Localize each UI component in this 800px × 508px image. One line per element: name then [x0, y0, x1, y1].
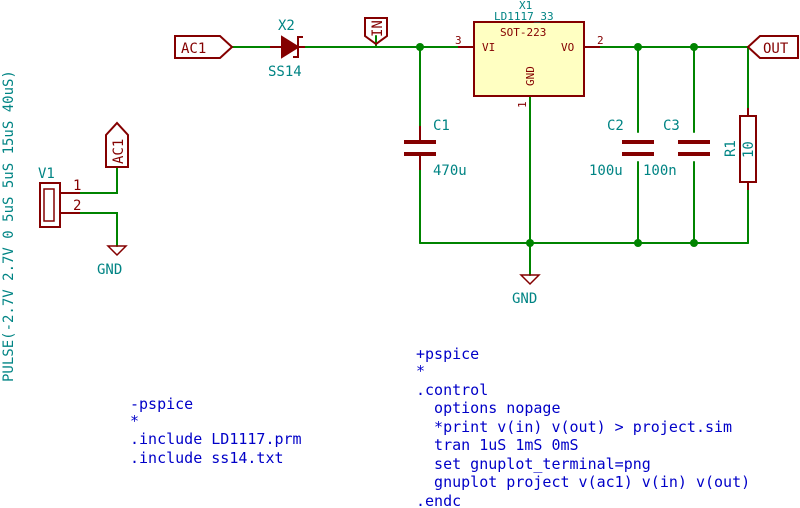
x2-value: SS14 [268, 64, 302, 80]
source-v1[interactable]: V1 1 2 PULSE(-2.7V 2.7V 0 5uS 5uS 15uS 4… [1, 70, 81, 382]
note-minus-pspice: -pspice * .include LD1117.prm .include s… [130, 395, 302, 467]
ac1-source-label-text: AC1 [111, 139, 127, 164]
junction [526, 239, 534, 247]
in-label-text: IN [370, 20, 386, 37]
c2-ref: C2 [607, 118, 624, 134]
note-plus-pspice: +pspice * .control options nopage *print… [416, 345, 750, 508]
wire-v1-pin1 [79, 166, 118, 194]
x2-ref: X2 [278, 18, 295, 34]
out-label-text: OUT [763, 41, 789, 57]
note-line: +pspice [416, 345, 479, 363]
x1-pin3-number: 3 [455, 34, 462, 47]
note-line: tran 1uS 1mS 0mS [416, 436, 579, 454]
gnd-source-label: GND [97, 262, 122, 278]
note-line: options nopage [416, 399, 561, 417]
r1-ref: R1 [723, 140, 739, 157]
x1-pin-gnd: GND [524, 66, 537, 86]
note-line: *print v(in) v(out) > project.sim [416, 418, 732, 436]
v1-ref: V1 [38, 166, 55, 182]
x1-ref: X1 [519, 0, 532, 12]
regulator-body [473, 21, 585, 97]
v1-pin2-number: 2 [73, 198, 81, 214]
v1-pin1-number: 1 [73, 178, 81, 194]
v1-value: PULSE(-2.7V 2.7V 0 5uS 5uS 15uS 40uS) [1, 70, 17, 382]
v1-body [39, 182, 61, 228]
gnd-symbol-source[interactable]: GND [97, 245, 128, 278]
wires [79, 35, 749, 276]
junction [634, 239, 642, 247]
resistor-r1[interactable]: R1 10 [723, 108, 757, 190]
c1-ref: C1 [433, 118, 450, 134]
x1-pin1-number: 1 [516, 101, 529, 108]
x1-package: SOT-223 [500, 26, 546, 39]
note-line: -pspice [130, 395, 193, 413]
note-line: gnuplot project v(ac1) v(in) v(out) [416, 473, 750, 491]
regulator-x1[interactable]: X1 LD1117_33 SOT-223 VI VO GND 3 2 1 [455, 0, 604, 108]
note-line: .endc [416, 492, 461, 508]
v1-inner [43, 188, 55, 222]
out-label[interactable]: OUT [746, 35, 799, 59]
c2-value: 100u [589, 163, 623, 179]
x1-pin-vo: VO [561, 41, 574, 54]
c3-ref: C3 [663, 118, 680, 134]
ac1-label[interactable]: AC1 [174, 35, 234, 59]
junctions [416, 43, 698, 247]
note-line: * [416, 362, 425, 380]
gnd-symbol[interactable]: GND [512, 274, 541, 307]
c3-value: 100n [643, 163, 677, 179]
junction [634, 43, 642, 51]
gnd-label: GND [512, 291, 537, 307]
diode-triangle [281, 35, 300, 59]
note-line: * [130, 412, 139, 430]
note-line: set gnuplot_terminal=png [416, 455, 651, 473]
in-label[interactable]: IN [364, 17, 388, 46]
junction [690, 239, 698, 247]
x1-pin2-number: 2 [597, 34, 604, 47]
diode-x2[interactable]: X2 SS14 [268, 18, 305, 80]
wire-v1-pin2 [79, 212, 118, 247]
ac1-source-label[interactable]: AC1 [105, 121, 129, 168]
note-line: .include ss14.txt [130, 449, 284, 467]
ac1-label-text: AC1 [181, 41, 206, 57]
capacitor-c3[interactable]: C3 100n [643, 118, 710, 179]
c1-value: 470u [433, 163, 467, 179]
junction [690, 43, 698, 51]
note-line: .include LD1117.prm [130, 430, 302, 448]
junction [416, 43, 424, 51]
capacitor-c1[interactable]: C1 470u [404, 118, 467, 179]
x1-pin-vi: VI [482, 41, 495, 54]
note-line: .control [416, 381, 488, 399]
r1-value: 10 [741, 141, 757, 158]
capacitor-c2[interactable]: C2 100u [589, 118, 654, 179]
x1-value: LD1117_33 [494, 10, 554, 23]
